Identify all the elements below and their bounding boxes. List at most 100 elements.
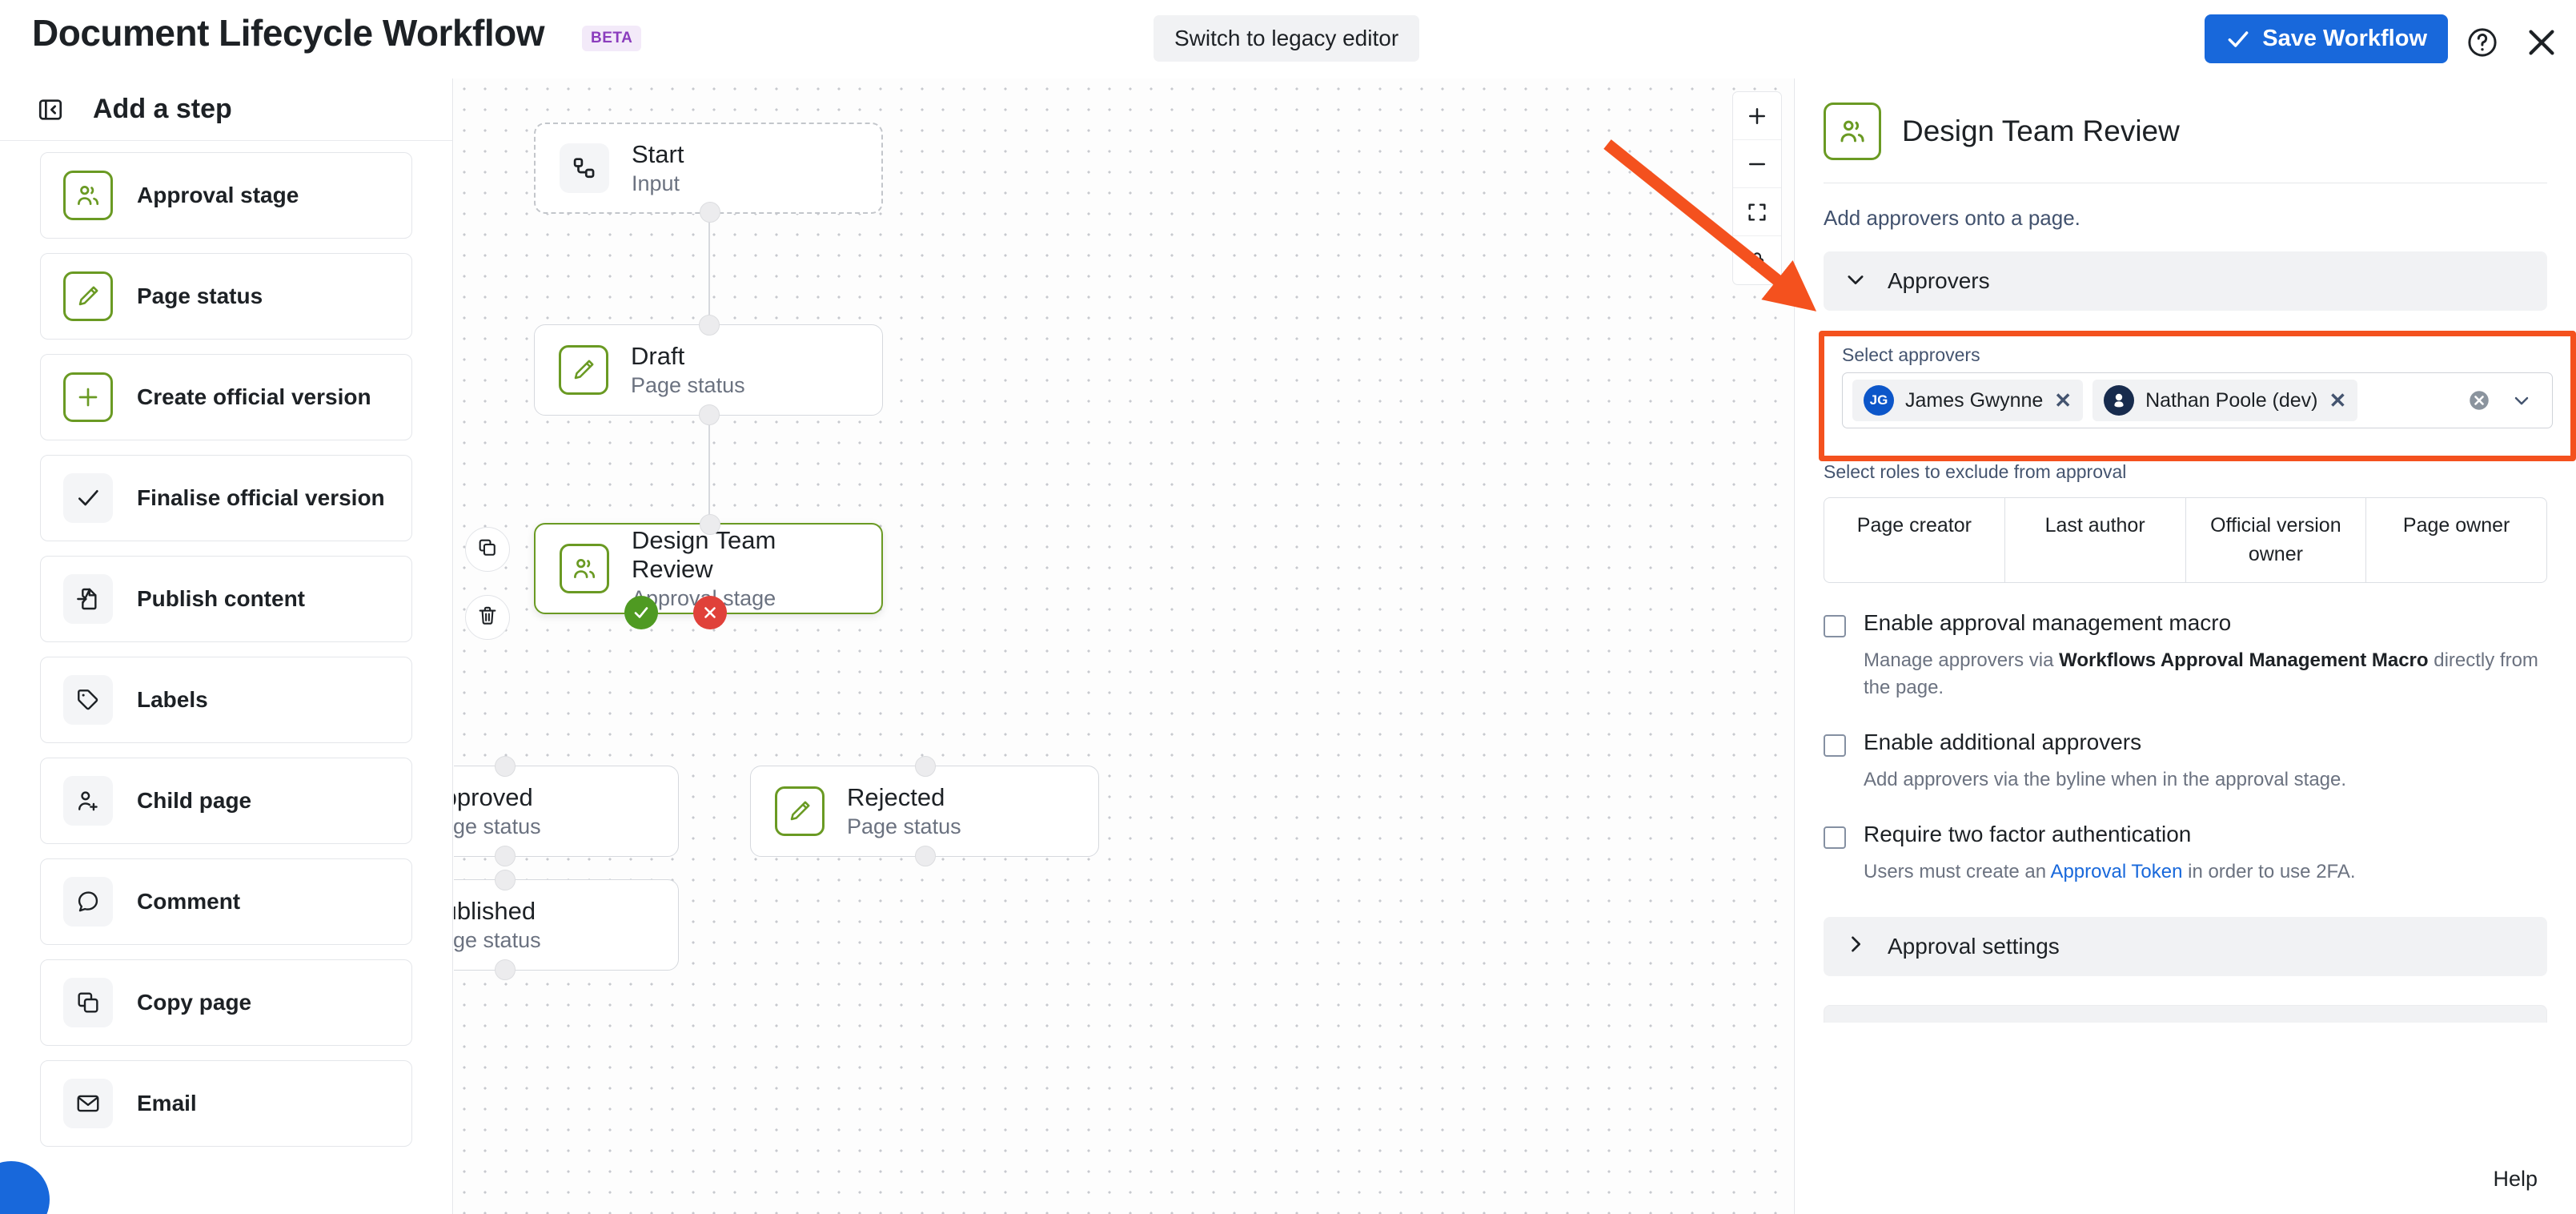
desc-prefix: Users must create an	[1864, 860, 2051, 882]
node-approve-badge[interactable]	[624, 596, 658, 629]
role-option-official-version-owner[interactable]: Official version owner	[2186, 498, 2367, 582]
role-option-last-author[interactable]: Last author	[2005, 498, 2186, 582]
node-title: Design Team Review	[632, 526, 776, 583]
canvas-node-design-team-review[interactable]: Design Team Review Approval stage	[534, 514, 883, 629]
panel-title: Design Team Review	[1902, 115, 2180, 147]
additional-approvers-checkbox[interactable]	[1824, 734, 1846, 758]
node-subtitle: Input	[632, 171, 680, 195]
select-approvers-input[interactable]: JG James Gwynne ✕ Nathan Poole (dev) ✕	[1842, 372, 2553, 428]
approval-token-link[interactable]: Approval Token	[2050, 860, 2183, 882]
trash-icon	[476, 605, 499, 631]
chevron-down-icon	[1844, 268, 1867, 295]
select-approvers-label: Select approvers	[1842, 344, 1980, 365]
node-port-bottom[interactable]	[495, 846, 516, 866]
check-icon	[63, 473, 113, 523]
pencil-icon	[63, 271, 113, 321]
workflow-canvas[interactable]: Start Input Draft Page status Design Tea…	[454, 78, 1793, 1214]
approvers-accordion-label: Approvers	[1888, 268, 1990, 293]
node-port-top[interactable]	[915, 756, 936, 777]
top-bar: Document Lifecycle Workflow BETA Switch …	[0, 0, 2576, 78]
canvas-node-approved[interactable]: Approved Page status	[454, 756, 679, 866]
panel-header: Design Team Review	[1795, 78, 2576, 160]
node-subtitle: Page status	[454, 928, 541, 952]
node-title: Approved	[454, 783, 533, 811]
fit-to-screen-icon[interactable]	[1733, 188, 1781, 236]
approval-settings-label: Approval settings	[1888, 933, 2060, 959]
canvas-node-start[interactable]: Start Input	[534, 123, 883, 223]
checkbox-label: Enable approval management macro	[1864, 609, 2232, 635]
approver-chip[interactable]: Nathan Poole (dev) ✕	[2092, 380, 2358, 421]
node-port-bottom[interactable]	[700, 202, 720, 223]
approval-settings-accordion[interactable]: Approval settings	[1824, 916, 2547, 976]
switch-to-legacy-editor-button[interactable]: Switch to legacy editor	[1154, 15, 1420, 62]
desc-bold: Workflows Approval Management Macro	[2059, 649, 2429, 671]
sidebar-item-copy-page[interactable]: Copy page	[40, 959, 412, 1046]
sidebar-item-child-page[interactable]: Child page	[40, 758, 412, 844]
sidebar-item-create-official-version[interactable]: Create official version	[40, 354, 412, 440]
approvers-accordion[interactable]: Approvers	[1824, 251, 2547, 311]
close-icon[interactable]: ✕	[2054, 388, 2072, 412]
node-port-bottom[interactable]	[915, 846, 936, 866]
approval-management-macro-checkbox[interactable]	[1824, 614, 1846, 637]
sidebar-item-approval-stage[interactable]: Approval stage	[40, 152, 412, 239]
panel-description: Add approvers onto a page.	[1824, 206, 2080, 230]
exclude-roles-section: Select roles to exclude from approval	[1795, 461, 2576, 483]
decorative-blue-circle	[0, 1161, 50, 1214]
avatar	[2104, 385, 2135, 416]
save-workflow-label: Save Workflow	[2262, 26, 2427, 51]
flow-start-icon	[560, 143, 609, 193]
desc-prefix: Manage approvers via	[1864, 649, 2060, 671]
sidebar-item-email[interactable]: Email	[40, 1060, 412, 1147]
canvas-node-draft[interactable]: Draft Page status	[534, 315, 883, 425]
close-icon[interactable]	[2523, 24, 2560, 61]
node-port-top[interactable]	[495, 756, 516, 777]
save-workflow-button[interactable]: Save Workflow	[2205, 14, 2448, 63]
zoom-in-icon[interactable]	[1733, 92, 1781, 140]
sidebar-item-comment[interactable]: Comment	[40, 858, 412, 945]
person-plus-icon	[63, 776, 113, 826]
checkbox-row-approval-management-macro[interactable]: Enable approval management macro	[1824, 610, 2547, 637]
zoom-out-icon[interactable]	[1733, 140, 1781, 188]
node-subtitle: Page status	[454, 814, 541, 838]
node-reject-badge[interactable]	[693, 596, 727, 629]
canvas-node-rejected[interactable]: Rejected Page status	[750, 756, 1099, 866]
role-option-page-creator[interactable]: Page creator	[1824, 498, 2005, 582]
node-subtitle: Page status	[847, 814, 961, 838]
sidebar-item-page-status[interactable]: Page status	[40, 253, 412, 340]
node-title: Start	[632, 140, 684, 168]
checkbox-row-two-factor-auth[interactable]: Require two factor authentication	[1824, 822, 2547, 849]
checkbox-label: Require two factor authentication	[1864, 821, 2192, 846]
sidebar-item-labels[interactable]: Labels	[40, 657, 412, 743]
node-port-bottom[interactable]	[699, 404, 720, 425]
canvas-node-published[interactable]: Published Page status	[454, 870, 679, 980]
help-link[interactable]: Help	[2493, 1167, 2538, 1191]
publish-file-icon	[63, 574, 113, 624]
panel-collapse-icon[interactable]	[37, 96, 64, 123]
chevron-down-icon[interactable]	[2510, 389, 2533, 412]
node-duplicate-button[interactable]	[465, 527, 510, 572]
question-circle-icon[interactable]	[2466, 26, 2499, 59]
sidebar-item-label: Page status	[137, 283, 263, 308]
checkbox-row-additional-approvers[interactable]: Enable additional approvers	[1824, 730, 2547, 758]
collapsed-accordion-strip[interactable]	[1824, 1004, 2547, 1023]
duplicate-icon	[476, 537, 499, 563]
sidebar-item-publish-content[interactable]: Publish content	[40, 556, 412, 642]
close-icon[interactable]: ✕	[2329, 388, 2347, 412]
node-port-bottom[interactable]	[495, 959, 516, 980]
step-list: Approval stage Page status Create offici…	[0, 141, 452, 1147]
lock-icon[interactable]	[1733, 236, 1781, 284]
two-factor-auth-checkbox[interactable]	[1824, 826, 1846, 849]
sidebar-item-finalise-official-version[interactable]: Finalise official version	[40, 455, 412, 541]
role-option-page-owner[interactable]: Page owner	[2402, 514, 2510, 537]
node-delete-button[interactable]	[465, 595, 510, 640]
clear-circle-icon[interactable]	[2467, 388, 2491, 412]
node-port-top[interactable]	[699, 315, 720, 336]
sidebar-item-label: Labels	[137, 687, 208, 712]
node-title: Draft	[631, 342, 685, 370]
approver-chip[interactable]: JG James Gwynne ✕	[1852, 380, 2084, 421]
canvas-zoom-controls	[1732, 91, 1782, 285]
node-port-top[interactable]	[495, 870, 516, 890]
copy-icon	[63, 978, 113, 1027]
node-port-top[interactable]	[700, 514, 720, 535]
